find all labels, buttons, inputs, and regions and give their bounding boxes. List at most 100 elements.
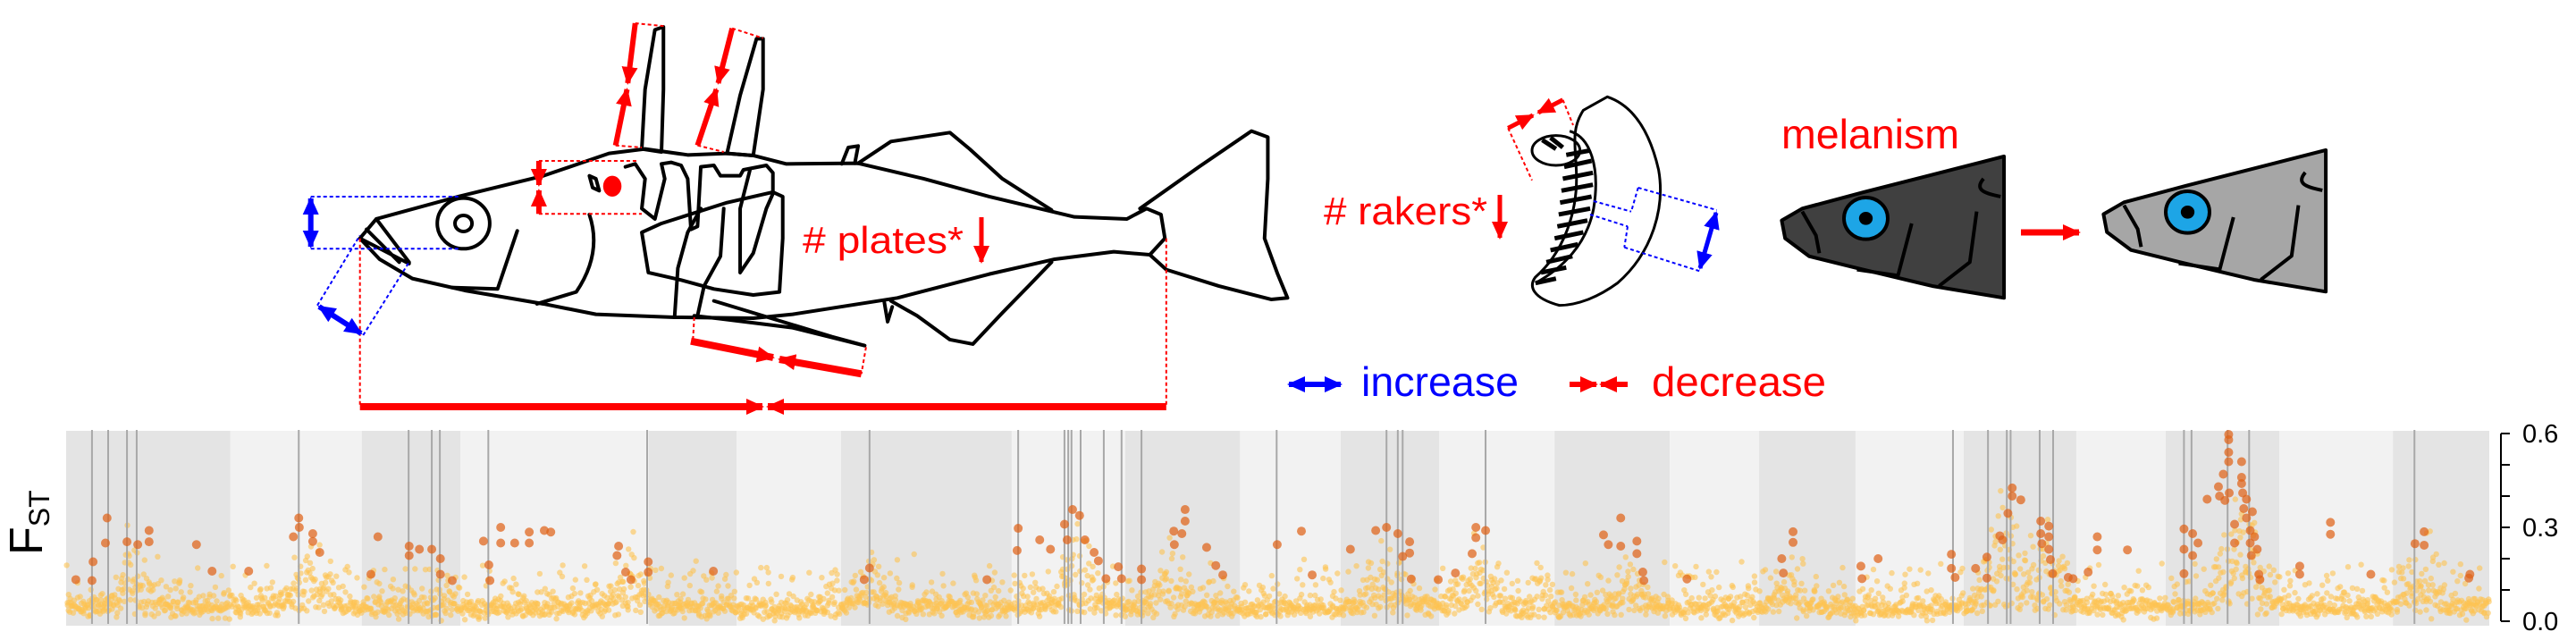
- outlier-snp-point: [1345, 544, 1355, 554]
- snp-point: [569, 585, 577, 592]
- outlier-snp-point: [2202, 494, 2212, 504]
- snp-point: [459, 611, 466, 617]
- snp-point: [1327, 579, 1334, 585]
- snp-point: [1631, 607, 1637, 614]
- snp-point: [753, 579, 761, 585]
- snp-point: [2463, 617, 2470, 623]
- snp-point: [824, 590, 830, 596]
- snp-point: [1298, 591, 1305, 598]
- snp-point: [976, 615, 983, 621]
- snp-point: [1204, 592, 1210, 598]
- snp-point: [2457, 561, 2463, 568]
- snp-point: [1920, 598, 1926, 604]
- outlier-snp-point: [415, 544, 425, 554]
- snp-point: [1688, 594, 1695, 602]
- fish-eye: [437, 198, 490, 249]
- snp-point: [968, 599, 975, 606]
- snp-point: [1599, 587, 1606, 594]
- snp-point: [2058, 583, 2065, 589]
- arch-width-increase-arrow: [1696, 211, 1720, 270]
- snp-point: [2320, 595, 2327, 602]
- snp-point: [1242, 599, 1249, 605]
- snp-point: [2218, 545, 2225, 552]
- snp-point: [2394, 609, 2401, 615]
- snp-point: [354, 575, 360, 581]
- snp-point: [950, 580, 956, 586]
- snp-point: [753, 596, 760, 602]
- snp-point: [920, 611, 927, 618]
- outlier-snp-point: [1067, 505, 1077, 515]
- snp-point: [2485, 610, 2491, 616]
- snp-point: [896, 579, 903, 586]
- snp-point: [874, 572, 880, 578]
- snp-point: [1960, 590, 1966, 596]
- snp-point: [1751, 579, 1758, 585]
- snp-point: [760, 616, 766, 622]
- snp-point: [2399, 569, 2405, 576]
- snp-point: [1404, 612, 1410, 619]
- snp-point: [1182, 603, 1188, 610]
- snp-point: [605, 607, 612, 613]
- snp-point: [1031, 589, 1037, 595]
- snp-point: [1703, 611, 1710, 618]
- outlier-snp-point: [435, 569, 445, 579]
- snp-point: [1322, 566, 1329, 572]
- snp-point: [588, 608, 594, 614]
- snp-point: [1929, 617, 1936, 624]
- snp-point: [151, 613, 157, 619]
- snp-point: [2344, 592, 2351, 599]
- snp-point: [1903, 592, 1910, 599]
- snp-point: [1317, 611, 1323, 617]
- fish-pectoral-fin: [642, 192, 783, 295]
- snp-point: [1087, 586, 1093, 593]
- snp-point: [743, 611, 750, 617]
- snp-point: [988, 612, 995, 619]
- snp-point: [1705, 568, 1713, 575]
- snp-point: [328, 598, 334, 604]
- snp-point: [2254, 611, 2261, 618]
- snp-point: [2010, 558, 2016, 565]
- snp-point: [1702, 595, 1708, 602]
- snp-point: [678, 595, 684, 602]
- snp-point: [2266, 563, 2272, 569]
- snp-point: [523, 598, 529, 604]
- snp-point: [1662, 559, 1668, 566]
- outlier-snp-point: [102, 513, 112, 523]
- snp-point: [1970, 585, 1976, 592]
- snp-point: [2022, 550, 2028, 557]
- fish-lateral-plates: [626, 163, 773, 273]
- snp-point: [1178, 591, 1185, 597]
- snp-point: [1841, 592, 1848, 598]
- snp-point: [316, 604, 322, 611]
- snp-point: [379, 588, 385, 594]
- y-axis-label-subscript: ST: [23, 490, 55, 526]
- snp-point: [1168, 600, 1174, 607]
- snp-point: [1915, 607, 1922, 613]
- snp-point: [173, 605, 181, 611]
- snp-point: [325, 585, 332, 592]
- outlier-snp-point: [144, 537, 154, 547]
- snp-point: [2278, 611, 2285, 618]
- outlier-snp-point: [1074, 510, 1084, 520]
- outlier-snp-point: [2224, 448, 2234, 457]
- outlier-snp-point: [133, 540, 143, 550]
- snp-point: [333, 573, 340, 579]
- snp-point: [1727, 594, 1734, 600]
- snp-point: [2421, 577, 2429, 585]
- outlier-snp-point: [2179, 568, 2189, 578]
- snp-point: [842, 586, 848, 594]
- snp-point: [2128, 588, 2134, 594]
- snp-point: [290, 580, 297, 586]
- snp-point: [1337, 597, 1343, 603]
- snp-point: [1345, 568, 1351, 575]
- snp-point: [947, 594, 953, 601]
- snp-point: [568, 600, 575, 606]
- snp-point: [167, 586, 173, 594]
- snp-point: [2406, 602, 2412, 609]
- snp-point: [80, 611, 87, 617]
- snp-point: [1368, 560, 1375, 567]
- snp-point: [1027, 584, 1034, 591]
- snp-point: [1788, 601, 1794, 607]
- snp-point: [461, 574, 467, 580]
- snp-point: [2337, 584, 2344, 590]
